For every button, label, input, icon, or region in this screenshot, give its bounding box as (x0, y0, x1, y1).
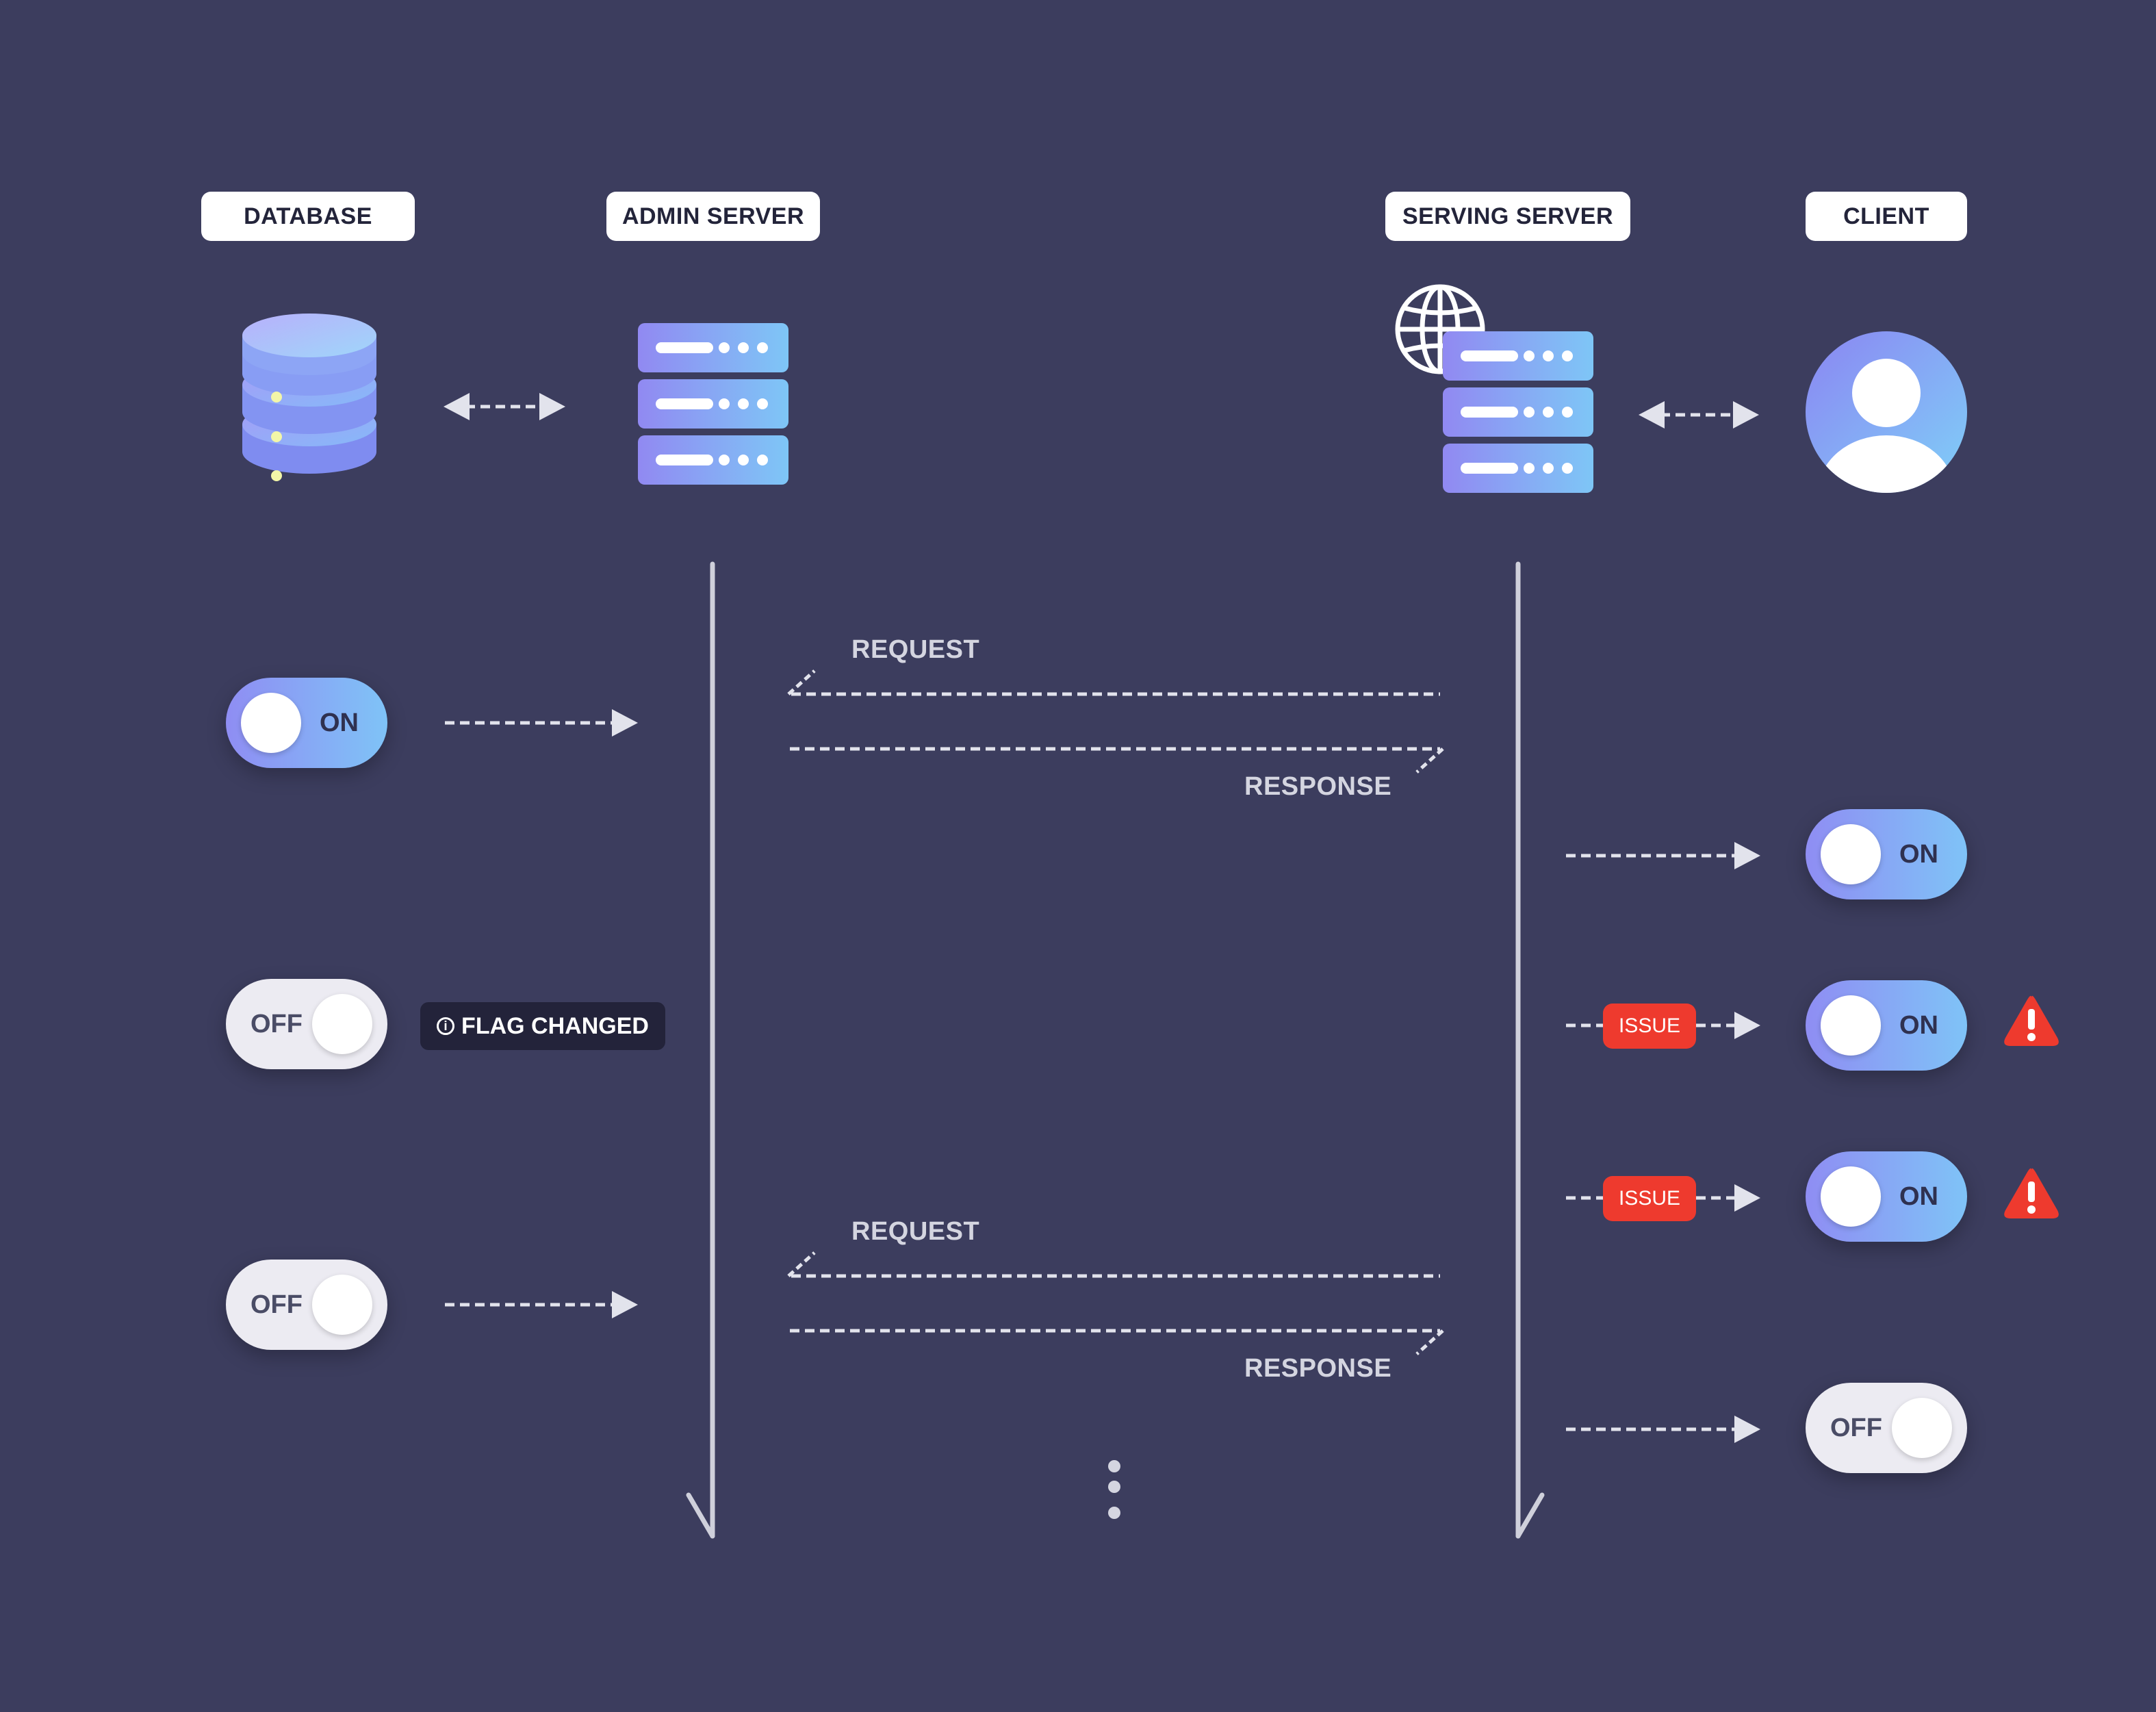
serving-to-client-arrow-3 (1566, 1184, 1760, 1212)
client-flag-toggle[interactable]: ON (1806, 980, 1967, 1071)
flag-changed-label: FLAG CHANGED (461, 1012, 649, 1039)
database-flag-toggle[interactable]: OFF (226, 1260, 387, 1350)
toggle-state-label: ON (1899, 1011, 1938, 1040)
response-arrow-1 (790, 747, 1444, 774)
serving-client-sync-arrow (1639, 401, 1759, 429)
issue-badge: ISSUE (1603, 1004, 1696, 1049)
column-label-serving-server: SERVING SERVER (1385, 192, 1630, 241)
serving-to-client-arrow-4 (1566, 1416, 1760, 1443)
column-label-database: DATABASE (201, 192, 415, 241)
database-flag-toggle[interactable]: ON (226, 678, 387, 768)
toggle-knob (1821, 824, 1881, 884)
serving-to-client-arrow-1 (1566, 842, 1760, 869)
response-label: RESPONSE (1244, 772, 1392, 801)
issue-badge: ISSUE (1603, 1176, 1696, 1221)
toggle-knob (1892, 1398, 1952, 1458)
toggle-state-label: ON (1899, 1182, 1938, 1211)
column-label-client: CLIENT (1806, 192, 1967, 241)
continuation-dots (1108, 1460, 1120, 1519)
info-icon: i (437, 1017, 455, 1035)
serving-timeline (1515, 561, 1545, 1539)
client-avatar-icon (1806, 331, 1967, 493)
flag-changed-badge: i FLAG CHANGED (420, 1002, 665, 1050)
admin-server-icon (638, 323, 788, 485)
toggle-state-label: ON (1899, 840, 1938, 869)
toggle-knob (312, 1275, 372, 1335)
response-label: RESPONSE (1244, 1354, 1392, 1383)
request-arrow-1 (787, 669, 1440, 696)
serving-server-icon (1443, 331, 1593, 493)
serving-to-client-arrow-2 (1566, 1012, 1760, 1039)
client-flag-toggle[interactable]: OFF (1806, 1383, 1967, 1473)
toggle-knob (1821, 1166, 1881, 1227)
warning-icon (2004, 995, 2059, 1046)
client-flag-toggle[interactable]: ON (1806, 1151, 1967, 1242)
toggle-knob (312, 994, 372, 1054)
request-label: REQUEST (851, 1217, 980, 1246)
db-to-admin-arrow-2 (445, 1291, 638, 1318)
database-icon (242, 314, 376, 481)
admin-timeline (686, 561, 715, 1539)
database-flag-toggle[interactable]: OFF (226, 979, 387, 1069)
request-arrow-2 (787, 1251, 1440, 1278)
toggle-state-label: OFF (251, 1010, 303, 1038)
column-label-admin-server: ADMIN SERVER (606, 192, 820, 241)
toggle-state-label: OFF (251, 1290, 303, 1319)
toggle-state-label: OFF (1830, 1414, 1882, 1442)
toggle-state-label: ON (320, 708, 359, 737)
warning-icon (2004, 1168, 2059, 1218)
client-flag-toggle[interactable]: ON (1806, 809, 1967, 899)
db-admin-sync-arrow (444, 393, 565, 420)
request-label: REQUEST (851, 635, 980, 664)
toggle-knob (1821, 995, 1881, 1056)
response-arrow-2 (790, 1329, 1444, 1355)
db-to-admin-arrow-1 (445, 709, 638, 737)
toggle-knob (241, 693, 301, 753)
